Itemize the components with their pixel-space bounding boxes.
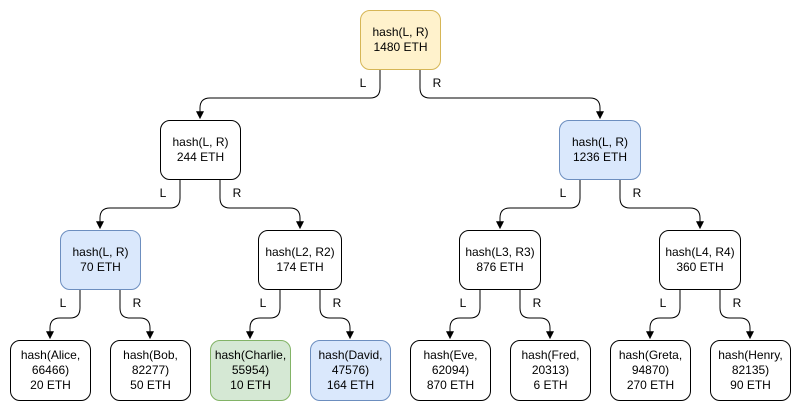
edge-root-left — [196, 70, 381, 120]
edge-label-leftright-charlie: L — [257, 296, 269, 310]
node-left-left: hash(L, R) 70 ETH — [60, 230, 141, 290]
node-hash-label: hash(L, R) — [372, 25, 429, 39]
node-hash-label: hash(L4, R4) — [665, 245, 735, 259]
edge-leftright-david — [319, 290, 354, 340]
node-amount-label: 70 ETH — [80, 260, 121, 274]
edge-right-rightright — [619, 180, 704, 230]
edge-right-rightleft — [496, 180, 581, 230]
edge-label-left-leftright: R — [230, 186, 244, 200]
edge-label-left-leftleft: L — [157, 186, 169, 200]
node-amount-label: 10 ETH — [230, 378, 271, 392]
node-hash-label: hash(L2, R2) — [265, 245, 335, 259]
node-leaf-henry: hash(Henry, 82135) 90 ETH — [710, 340, 791, 401]
node-amount-label: 90 ETH — [730, 378, 771, 392]
node-amount-label: 870 ETH — [426, 378, 475, 392]
node-amount-label: 174 ETH — [276, 260, 324, 274]
edge-label-leftleft-alice: L — [57, 296, 69, 310]
node-right-left: hash(L3, R3) 876 ETH — [459, 230, 541, 290]
node-leaf-bob: hash(Bob, 82277) 50 ETH — [110, 340, 191, 401]
node-hash-label: hash(L, R) — [571, 135, 629, 149]
node-root: hash(L, R) 1480 ETH — [360, 10, 441, 70]
edge-label-leftright-david: R — [330, 296, 344, 310]
node-hash-label: hash(L3, R3) — [465, 245, 535, 259]
node-leaf-alice: hash(Alice, 66466) 20 ETH — [10, 340, 91, 401]
edge-label-rightright-greta: L — [657, 296, 669, 310]
node-hash-label: hash(L, R) — [72, 245, 129, 259]
edge-label-root-right: R — [430, 76, 444, 90]
node-leaf-fred: hash(Fred, 20313) 6 ETH — [510, 340, 591, 401]
edge-label-rightleft-fred: R — [530, 296, 544, 310]
edge-root-right — [419, 70, 604, 120]
node-amount-label: 50 ETH — [130, 378, 171, 392]
node-hash-label: hash(L, R) — [172, 135, 229, 149]
node-right-right: hash(L4, R4) 360 ETH — [659, 230, 741, 290]
edge-label-rightright-henry: R — [730, 296, 744, 310]
node-hash-label: hash(Charlie, 55954) — [214, 348, 287, 377]
node-hash-label: hash(Greta, 94870) — [618, 348, 683, 377]
edge-left-leftleft — [96, 180, 181, 230]
edge-label-right-rightleft: L — [557, 186, 569, 200]
node-left-right: hash(L2, R2) 174 ETH — [258, 230, 342, 290]
edge-leftleft-alice — [46, 290, 81, 340]
node-amount-label: 1236 ETH — [572, 150, 628, 164]
node-leaf-charlie: hash(Charlie, 55954) 10 ETH — [210, 340, 291, 401]
node-hash-label: hash(Alice, 66466) — [20, 348, 81, 377]
node-amount-label: 6 ETH — [533, 378, 568, 392]
node-right: hash(L, R) 1236 ETH — [559, 120, 641, 180]
node-leaf-greta: hash(Greta, 94870) 270 ETH — [610, 340, 691, 401]
edge-rightleft-fred — [519, 290, 554, 340]
node-left: hash(L, R) 244 ETH — [160, 120, 241, 180]
node-leaf-eve: hash(Eve, 62094) 870 ETH — [410, 340, 491, 401]
edge-label-leftleft-bob: R — [130, 296, 144, 310]
node-amount-label: 1480 ETH — [373, 40, 428, 54]
node-amount-label: 164 ETH — [326, 378, 375, 392]
node-hash-label: hash(Fred, 20313) — [521, 348, 580, 377]
node-hash-label: hash(David, 47576) — [318, 348, 383, 377]
node-amount-label: 244 ETH — [176, 150, 225, 164]
edge-label-root-left: L — [357, 76, 369, 90]
node-amount-label: 360 ETH — [676, 260, 724, 274]
node-hash-label: hash(Henry, 82135) — [718, 348, 783, 377]
node-amount-label: 876 ETH — [476, 260, 524, 274]
edge-rightright-henry — [719, 290, 754, 340]
edge-label-right-rightright: R — [630, 186, 644, 200]
node-amount-label: 20 ETH — [30, 378, 71, 392]
node-leaf-david: hash(David, 47576) 164 ETH — [310, 340, 391, 401]
edge-rightleft-eve — [446, 290, 481, 340]
edge-leftright-charlie — [246, 290, 281, 340]
node-hash-label: hash(Eve, 62094) — [423, 348, 478, 377]
edge-label-rightleft-eve: L — [457, 296, 469, 310]
edge-leftleft-bob — [119, 290, 154, 340]
edge-rightright-greta — [646, 290, 681, 340]
edge-left-leftright — [219, 180, 304, 230]
node-hash-label: hash(Bob, 82277) — [123, 348, 178, 377]
node-amount-label: 270 ETH — [626, 378, 675, 392]
